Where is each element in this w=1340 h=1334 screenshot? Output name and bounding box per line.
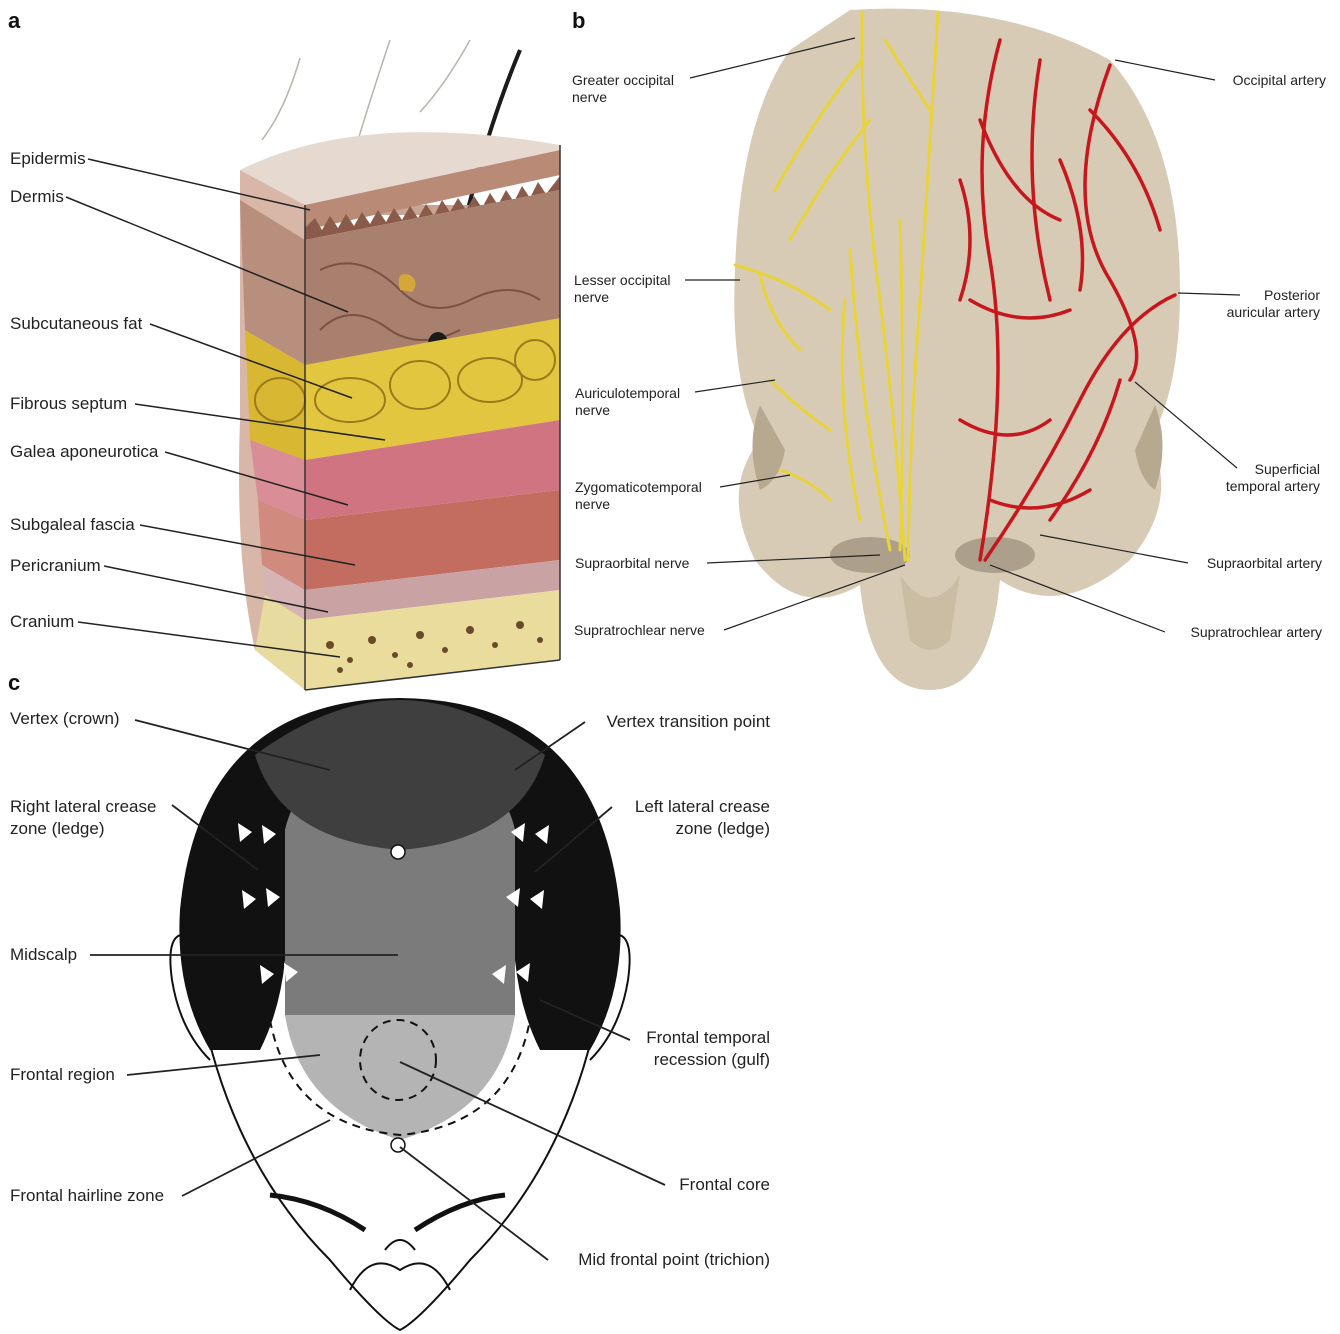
label-posterior-auricular-artery: Posterior auricular artery	[1227, 287, 1320, 321]
label-line: Lesser occipital	[574, 272, 671, 289]
label-line: nerve	[574, 289, 671, 306]
label-line: nerve	[572, 89, 674, 106]
label-supraorbital-nerve: Supraorbital nerve	[575, 555, 689, 572]
label-subcutaneous-fat: Subcutaneous fat	[10, 314, 142, 334]
label-line: nerve	[575, 402, 680, 419]
label-line: zone (ledge)	[635, 818, 770, 840]
label-mid-frontal-point: Mid frontal point (trichion)	[578, 1249, 770, 1271]
label-auriculotemporal-nerve: Auriculotemporal nerve	[575, 385, 680, 419]
label-frontal-hairline-zone: Frontal hairline zone	[10, 1185, 164, 1207]
label-line: Auriculotemporal	[575, 385, 680, 402]
label-line: auricular artery	[1227, 304, 1320, 321]
label-epidermis: Epidermis	[10, 149, 86, 169]
label-line: Frontal temporal	[646, 1027, 770, 1049]
label-left-lateral-crease-zone: Left lateral crease zone (ledge)	[635, 796, 770, 840]
label-occipital-artery: Occipital artery	[1233, 72, 1326, 89]
label-line: zone (ledge)	[10, 818, 156, 840]
label-cranium: Cranium	[10, 612, 74, 632]
label-zygomaticotemporal-nerve: Zygomaticotemporal nerve	[575, 479, 702, 513]
label-line: recession (gulf)	[646, 1049, 770, 1071]
label-midscalp: Midscalp	[10, 944, 77, 966]
label-superficial-temporal-artery: Superficial temporal artery	[1226, 461, 1320, 495]
label-frontal-region: Frontal region	[10, 1064, 115, 1086]
panel-c-letter: c	[8, 670, 20, 696]
label-fibrous-septum: Fibrous septum	[10, 394, 127, 414]
label-dermis: Dermis	[10, 187, 64, 207]
label-line: Superficial	[1226, 461, 1320, 478]
label-frontal-temporal-recession: Frontal temporal recession (gulf)	[646, 1027, 770, 1071]
label-right-lateral-crease-zone: Right lateral crease zone (ledge)	[10, 796, 156, 840]
label-lesser-occipital-nerve: Lesser occipital nerve	[574, 272, 671, 306]
label-line: Right lateral crease	[10, 796, 156, 818]
panel-b-letter: b	[572, 8, 585, 34]
label-pericranium: Pericranium	[10, 556, 101, 576]
label-line: Left lateral crease	[635, 796, 770, 818]
label-line: nerve	[575, 496, 702, 513]
label-vertex-crown: Vertex (crown)	[10, 708, 120, 730]
panel-a-letter: a	[8, 8, 20, 34]
label-line: temporal artery	[1226, 478, 1320, 495]
label-galea-aponeurotica: Galea aponeurotica	[10, 442, 158, 462]
label-supratrochlear-nerve: Supratrochlear nerve	[574, 622, 705, 639]
label-supraorbital-artery: Supraorbital artery	[1207, 555, 1322, 572]
label-line: Posterior	[1227, 287, 1320, 304]
label-line: Greater occipital	[572, 72, 674, 89]
label-vertex-transition-point: Vertex transition point	[607, 711, 770, 733]
label-greater-occipital-nerve: Greater occipital nerve	[572, 72, 674, 106]
label-frontal-core: Frontal core	[679, 1174, 770, 1196]
label-line: Zygomaticotemporal	[575, 479, 702, 496]
label-subgaleal-fascia: Subgaleal fascia	[10, 515, 135, 535]
label-supratrochlear-artery: Supratrochlear artery	[1190, 624, 1322, 641]
